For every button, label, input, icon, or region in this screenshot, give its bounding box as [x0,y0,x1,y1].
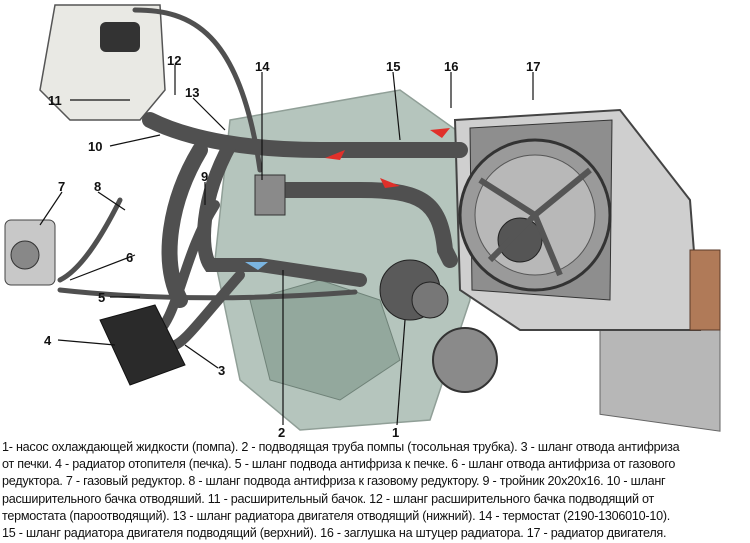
callout-14: 14 [255,59,270,74]
callout-9: 9 [201,169,208,184]
callout-2: 2 [278,425,285,440]
thermostat [254,174,286,216]
callout-6: 6 [126,250,133,265]
water-pump [379,259,498,393]
heater-core [99,304,186,386]
caption-line: 15 - шланг радиатора двигателя подводящи… [2,526,667,541]
gas-reducer [4,219,56,286]
callout-4: 4 [44,333,52,348]
caption-line: 1- насос охлаждающей жидкости (помпа). 2… [2,440,680,454]
callout-17: 17 [526,59,540,74]
legend-caption: 1- насос охлаждающей жидкости (помпа). 2… [2,439,750,542]
callout-8: 8 [94,179,101,194]
callout-3: 3 [218,363,225,378]
hot-flow-arrow [325,128,450,188]
callout-10: 10 [88,139,102,154]
callout-13: 13 [185,85,199,100]
callout-11: 11 [48,93,62,108]
callout-5: 5 [98,290,105,305]
callout-16: 16 [444,59,458,74]
callout-1: 1 [392,425,399,440]
cold-flow-arrow [245,262,268,270]
hoses [57,7,468,351]
radiator-fan [458,138,612,292]
expansion-tank [39,4,166,121]
callout-12: 12 [167,53,181,68]
caption-line: термостата (пароотводящий). 13 - шланг р… [2,508,671,523]
diagram-illustration: 1 2 3 4 5 6 7 8 9 10 11 12 13 14 15 16 1… [4,4,721,440]
leader-lines [39,65,534,426]
callout-7: 7 [58,179,65,194]
caption-line: от печки. 4 - радиатор отопителя (печка)… [2,457,676,472]
callout-15: 15 [386,59,400,74]
caption-line: редуктора. 7 - газовый редуктор. 8 - шла… [2,474,666,489]
caption-line: расширительного бачка отводяший. 11 - ра… [2,491,654,506]
